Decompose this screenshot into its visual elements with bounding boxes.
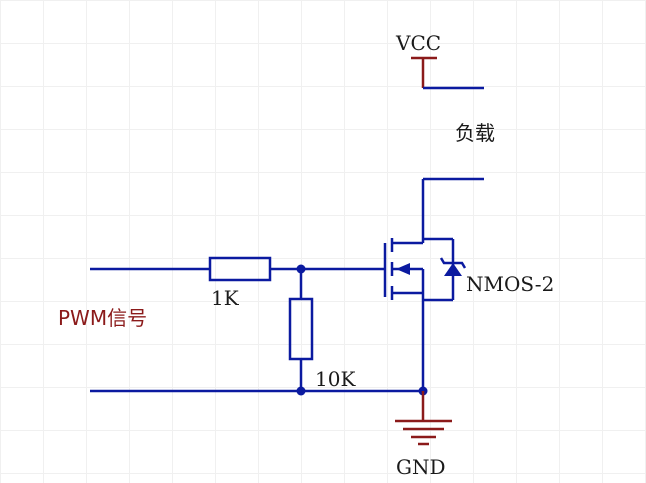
resistor-10k bbox=[288, 297, 314, 361]
body-diode-bar bbox=[439, 257, 467, 269]
mosfet-label: NMOS-2 bbox=[466, 272, 554, 296]
nmos-arrow-icon bbox=[396, 263, 410, 275]
gnd-label: GND bbox=[396, 455, 446, 479]
pwm-label: PWM信号 bbox=[58, 306, 147, 330]
load-label: 负载 bbox=[455, 121, 495, 145]
resistor-1k bbox=[208, 256, 272, 282]
r2-ground-junction bbox=[296, 386, 306, 396]
vcc-symbol bbox=[411, 56, 437, 88]
ground-icon bbox=[395, 391, 452, 446]
body-diode-icon bbox=[444, 263, 462, 276]
r2-label: 10K bbox=[315, 367, 356, 391]
r1-label: 1K bbox=[211, 286, 240, 310]
vcc-label: VCC bbox=[395, 31, 441, 55]
